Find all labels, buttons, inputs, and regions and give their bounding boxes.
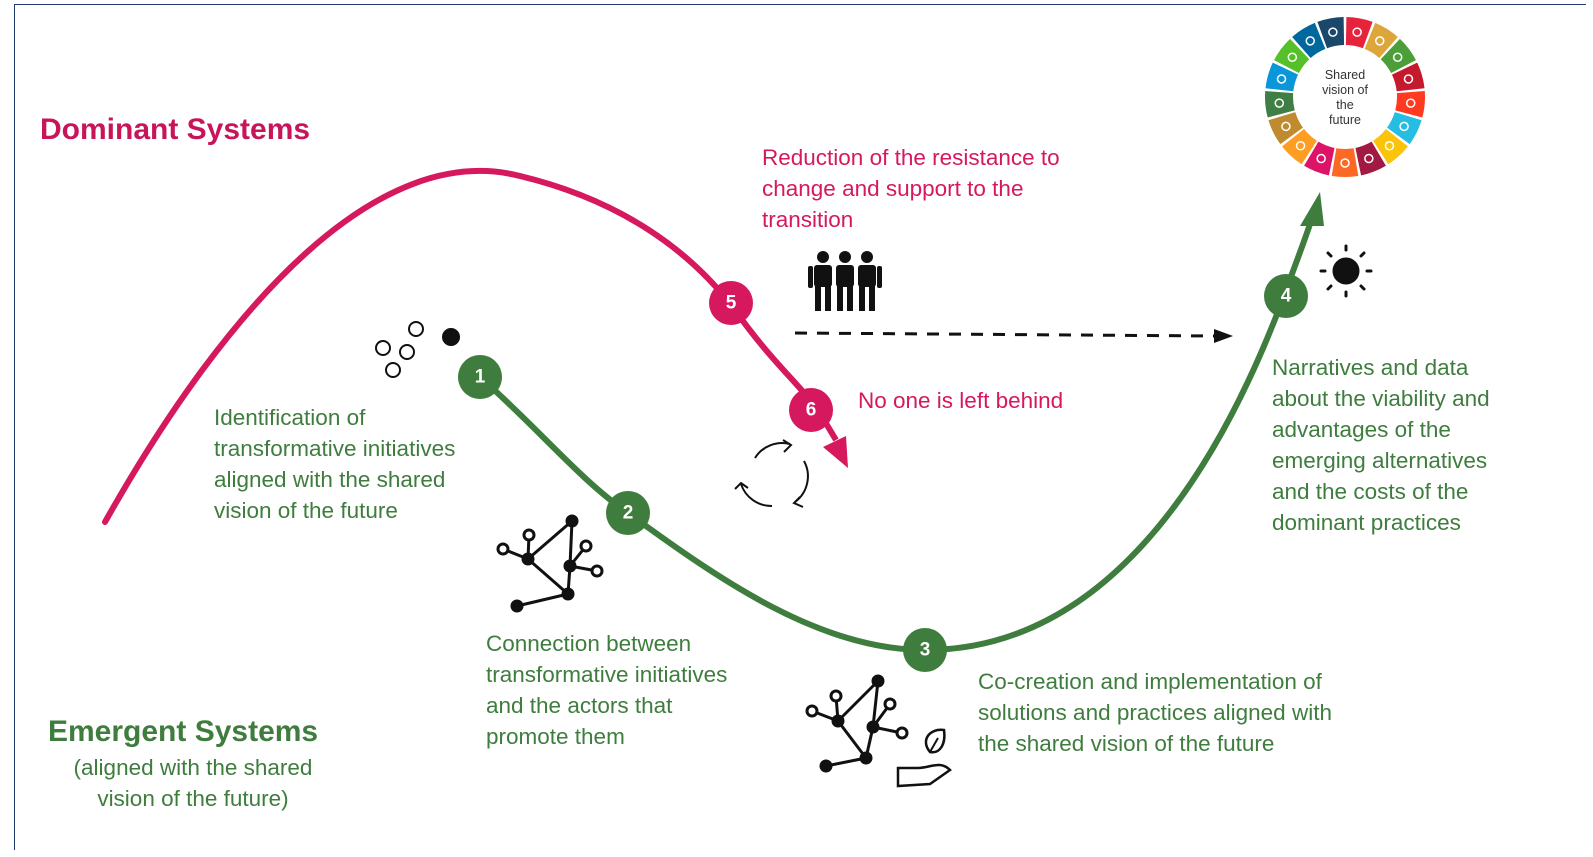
sdg-segment-14 — [1265, 62, 1299, 92]
sdg-segment-glyph-4 — [1403, 74, 1414, 84]
sdg-segment-glyph-16 — [1305, 36, 1316, 46]
svg-text:Shared: Shared — [1325, 68, 1365, 82]
svg-text:5: 5 — [726, 293, 737, 314]
sdg-segment-glyph-13 — [1274, 98, 1285, 108]
sdg-wheel-label: Shared vision of the future — [1322, 68, 1368, 127]
svg-text:4: 4 — [1281, 286, 1292, 307]
sdg-segment-glyph-6 — [1399, 121, 1409, 132]
sdg-segment-glyph-3 — [1392, 52, 1403, 62]
sdg-segment-glyph-17 — [1328, 27, 1338, 37]
svg-text:1: 1 — [475, 367, 486, 388]
network-icon — [496, 514, 604, 613]
sdg-segment-glyph-8 — [1364, 153, 1374, 164]
sdg-segment-12 — [1268, 112, 1303, 145]
sdg-segment-1 — [1345, 17, 1373, 49]
sdg-segment-glyph-9 — [1340, 158, 1350, 168]
diagram-frame — [14, 4, 1586, 850]
sdg-segment-15 — [1274, 38, 1310, 74]
step-5-text: Reduction of the resistance to change an… — [762, 145, 1060, 232]
dominant-arrowhead — [823, 436, 848, 468]
sdg-segment-8 — [1355, 141, 1386, 176]
sdg-segment-glyph-1 — [1352, 27, 1362, 37]
network-hand-leaf-icon — [805, 674, 952, 788]
sdg-segment-glyph-10 — [1316, 153, 1326, 164]
sdg-segment-glyph-12 — [1281, 121, 1291, 132]
dashed-arrowhead — [1214, 329, 1233, 343]
step-marker-5: 5 — [709, 281, 753, 325]
sdg-segment-glyph-5 — [1405, 98, 1416, 108]
sun-icon — [1319, 244, 1373, 298]
sdg-segment-17 — [1317, 17, 1345, 49]
sdg-segment-3 — [1380, 38, 1416, 74]
sdg-segment-11 — [1282, 129, 1317, 165]
svg-text:6: 6 — [806, 400, 817, 421]
sdg-segment-glyph-11 — [1295, 141, 1306, 151]
sdg-segment-16 — [1292, 22, 1326, 58]
svg-text:3: 3 — [920, 640, 931, 661]
sdg-segment-7 — [1373, 129, 1408, 165]
sdg-segment-glyph-7 — [1384, 141, 1395, 151]
dominant-curve — [102, 168, 821, 525]
emergent-systems-title: Emergent Systems — [48, 715, 319, 748]
step-marker-6: 6 — [789, 388, 833, 432]
sdg-segment-5 — [1395, 91, 1425, 118]
sdg-segment-6 — [1387, 112, 1422, 145]
svg-text:future: future — [1329, 113, 1361, 127]
people-icon — [808, 251, 882, 311]
step-1-text: Identification of transformative initiat… — [214, 405, 456, 523]
sdg-segment-13 — [1264, 91, 1295, 118]
sdg-segment-glyph-15 — [1287, 52, 1298, 62]
dashed-arrow-icon — [794, 331, 1216, 338]
svg-text:the: the — [1336, 98, 1353, 112]
cycle-arrows-icon — [734, 439, 809, 508]
sdg-segment-glyph-2 — [1374, 36, 1385, 46]
sdg-segment-9 — [1331, 148, 1359, 178]
sdg-segment-2 — [1364, 22, 1398, 58]
dominant-systems-title: Dominant Systems — [40, 113, 311, 146]
sdg-wheel — [1264, 17, 1425, 178]
emergent-systems-subtitle: (aligned with the shared vision of the f… — [73, 755, 313, 811]
step-3-text: Co-creation and implementation of soluti… — [978, 669, 1332, 756]
step-marker-4: 4 — [1264, 274, 1308, 318]
step-2-text: Connection between transformative initia… — [486, 631, 728, 749]
sdg-segment-4 — [1391, 62, 1425, 92]
svg-text:vision of: vision of — [1322, 83, 1368, 97]
step-marker-2: 2 — [606, 491, 650, 535]
svg-text:2: 2 — [623, 503, 634, 524]
sdg-segment-glyph-14 — [1276, 74, 1287, 84]
emergent-arrowhead — [1300, 192, 1324, 226]
sdg-segment-10 — [1304, 141, 1335, 176]
step-4-text: Narratives and data about the viability … — [1272, 355, 1490, 535]
step-marker-3: 3 — [903, 628, 947, 672]
step-6-text: No one is left behind — [858, 388, 1064, 413]
circles-icon — [375, 321, 460, 378]
emergent-curve — [477, 215, 1315, 654]
step-marker-1: 1 — [458, 355, 502, 399]
